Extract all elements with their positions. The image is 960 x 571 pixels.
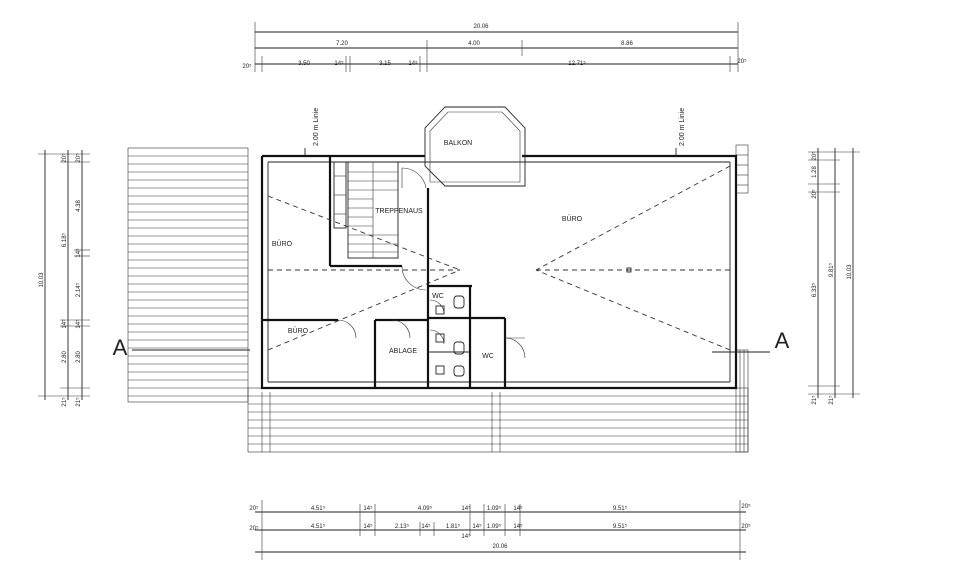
bottom-row2-sub-dim: 14⁵ [461,533,471,540]
section-mark-right: A [775,328,790,353]
left-outer-dim-0: 20⁵ [61,153,68,163]
left-outer-dim-1: 6.18⁵ [61,232,68,247]
wc-fixtures: WC WC [432,293,494,377]
top-dim-row3-5: 12.71⁵ [568,60,586,67]
door-swings [337,167,526,359]
top-dim-row3-3: 3.15 [379,61,391,67]
right-outer-dim-0: 20⁵ [811,151,818,161]
bottom-row2-dim-2: 14⁵ [363,523,373,530]
right-total-dim: 10.03 [847,264,853,280]
left-inner-dim-1: 4.38 [76,200,82,212]
left-inner-dim-5: 2.80 [76,351,82,363]
room-label-wc-1: WC [432,293,444,300]
section-mark-left: A [113,335,128,360]
bottom-row2-dim-4: 14⁵ [421,523,431,530]
bottom-row2-dim-3: 2.13⁵ [395,523,410,530]
room-label-buero-small: BÜRO [288,327,309,335]
bottom-row2-dim-1: 4.51⁵ [311,523,326,530]
bottom-total-dim: 20.06 [492,544,508,550]
right-balcony-strip [735,144,749,453]
bottom-row1-dim-1: 4.51⁵ [311,505,326,512]
left-terrace-hatching [127,147,249,403]
left-outer-dim-4: 21⁵ [61,397,68,407]
right-inner-dim-1: 21⁵ [828,395,835,405]
top-dim-a: 7.20 [336,41,348,47]
bottom-row1-dim-3: 4.09⁵ [418,505,433,512]
top-dim-row3-1: 3.50 [298,61,310,67]
room-label-buero-left: BÜRO [272,240,293,248]
left-inner-dim-2: 14⁵ [75,248,82,258]
bottom-row2-dim-6: 14⁵ [472,523,482,530]
bottom-row2-dim-9: 9.51⁵ [613,523,628,530]
annotation-line-right: 2.00 m Linie [679,108,686,146]
room-label-wc-2: WC [482,353,494,360]
bottom-row1-dim-0: 20⁵ [249,505,259,512]
right-outer-dim-3: 6.33⁵ [811,282,818,297]
left-total-dim: 10.03 [39,272,45,288]
bottom-row1-dim-4: 14⁵ [461,505,471,512]
bottom-row1-dim-5: 1.09⁵ [487,505,502,512]
top-dim-c: 8.86 [621,41,633,47]
bottom-row1-dim-6: 14⁵ [513,505,523,512]
outer-walls [260,154,738,390]
left-outer-dim-3: 2.80 [62,351,68,363]
room-label-balkon: BALKON [444,140,472,147]
top-dim-row3-6: 20⁵ [737,58,747,65]
left-inner-dim-6: 21⁵ [75,397,82,407]
balcony: BALKON [424,106,526,187]
room-label-treppenhaus: TREPPENAUS [375,208,423,215]
bottom-row2-dim-0: 20⁵ [249,525,259,532]
roof-slope-lines [267,165,731,351]
bottom-row1-dim-7: 9.51⁵ [613,505,628,512]
line-annotations: 2.00 m Linie 2.00 m Linie [304,108,686,156]
left-dimension-chains: 10.03 20⁵ 6.18⁵ 14⁵ 2.80 21⁵ 20⁵ 4.38 14… [38,150,90,407]
bottom-row1-dim-2: 14⁵ [363,505,373,512]
room-label-ablage: ABLAGE [389,348,417,355]
left-inner-dim-0: 20⁵ [75,153,82,163]
bottom-dimension-chains: 20⁵ 4.51⁵ 14⁵ 4.09⁵ 14⁵ 1.09⁵ 14⁵ 9.51⁵ … [249,500,751,560]
bottom-row2-dim-8: 14⁵ [513,523,523,530]
staircase: TREPPENAUS [333,161,423,259]
bottom-row1-dim-8: 20⁵ [741,503,751,510]
left-outer-dim-2: 14⁵ [61,319,68,329]
left-inner-dim-3: 2.14⁵ [75,282,82,297]
bottom-terrace-hatching [247,387,749,453]
bottom-row2-dim-7: 1.09⁵ [487,523,502,530]
right-outer-dim-2: 20⁵ [811,189,818,199]
bottom-row2-dim-10: 20⁵ [741,523,751,530]
section-markers: A A [113,328,790,360]
top-dim-row3-4: 14⁵ [408,60,418,67]
right-dimension-chains: 20⁵ 1.28 20⁵ 6.33⁵ 21⁵ 9.81⁵ 21⁵ 10.03 [808,148,860,405]
top-dim-row3-0: 20⁵ [242,63,252,70]
top-dim-row3-2: 14⁵ [334,60,344,67]
room-labels: BÜRO BÜRO BÜRO ABLAGE [272,215,583,355]
right-outer-dim-1: 1.28 [812,166,818,178]
left-inner-dim-4: 14⁵ [75,319,82,329]
right-inner-dim-0: 9.81⁵ [828,262,835,277]
interior-walls [262,156,507,388]
top-dim-b: 4.00 [468,41,480,47]
room-label-buero-main: BÜRO [562,215,583,223]
right-outer-dim-4: 21⁵ [811,395,818,405]
top-total-dim: 20.06 [473,24,489,30]
bottom-row2-dim-5: 1.81⁵ [446,523,461,530]
annotation-line-left: 2.00 m Linie [313,108,320,146]
top-dimension-chains: 20.06 7.20 4.00 8.86 20⁵ 3.50 14⁵ 3.15 1… [242,22,747,72]
